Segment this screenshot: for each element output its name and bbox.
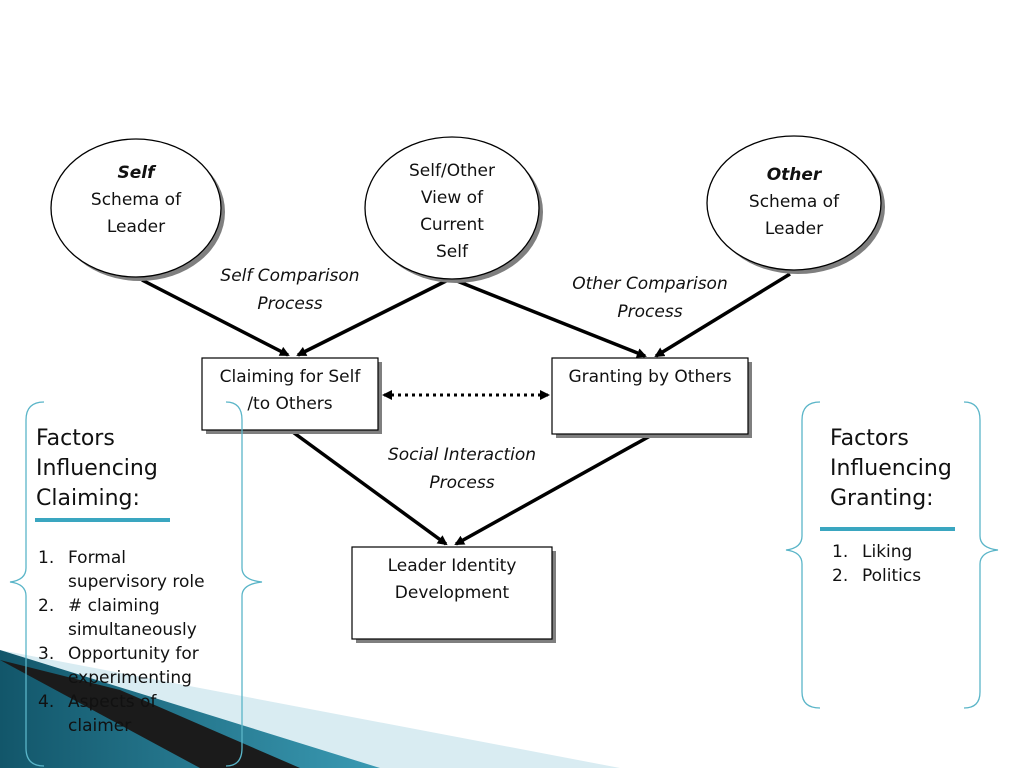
current-self-line-4: Self: [436, 242, 468, 262]
box-granting: [551, 357, 752, 438]
list-item-text: # claiming: [68, 596, 160, 616]
claiming-title-line-2: Influencing: [36, 456, 158, 481]
self-schema-line-2: Leader: [106, 217, 166, 237]
granting-title-line-1: Factors: [830, 426, 909, 451]
arrow-current-to-claiming: [296, 277, 451, 357]
granting-title-line-2: Influencing: [830, 456, 952, 481]
other-comparison-line-2: Process: [617, 302, 683, 322]
box-identity: [351, 546, 556, 643]
arrow-other-to-granting: [654, 272, 791, 358]
circle-self-schema: [50, 138, 225, 281]
claiming-title-line-1: Factors: [36, 426, 115, 451]
claiming-line-2: /to Others: [247, 394, 333, 414]
arrow-current-to-granting: [451, 277, 647, 358]
other-schema-line-2: Leader: [764, 219, 824, 239]
list-item: 1. Liking: [832, 540, 982, 564]
list-item-text: Politics: [862, 566, 922, 586]
list-item-text: experimenting: [68, 668, 192, 688]
claiming-factors-list: 1. Formal supervisory role 2. # claiming…: [38, 546, 238, 738]
list-item-text: Aspects of: [68, 692, 157, 712]
other-comparison-label: Other Comparison Process: [550, 270, 750, 326]
list-item-text: Opportunity for: [68, 644, 199, 664]
other-schema-line-1: Schema of: [748, 192, 840, 212]
current-self-line-2: View of: [420, 188, 484, 208]
decorative-wave: [0, 650, 620, 768]
arrow-granting-to-identity: [454, 434, 651, 546]
self-schema-heading: Self: [117, 163, 155, 183]
self-comparison-line-1: Self Comparison: [220, 266, 360, 286]
self-schema-line-1: Schema of: [90, 190, 182, 210]
list-item: 1. Formal supervisory role: [38, 546, 238, 594]
arrow-self-to-claiming: [141, 278, 290, 357]
list-item-number: 4.: [38, 692, 55, 712]
claiming-label: Claiming for Self /to Others: [202, 364, 378, 418]
claiming-factors-bracket: [9, 401, 263, 767]
granting-factors-list: 1. Liking 2. Politics: [832, 540, 982, 588]
list-item-number: 2.: [832, 566, 849, 586]
list-item: 2. Politics: [832, 564, 982, 588]
self-comparison-label: Self Comparison Process: [200, 262, 380, 318]
connector-arrows: [141, 272, 791, 546]
arrow-claiming-to-identity: [288, 428, 448, 546]
claiming-title-line-3: Claiming:: [36, 486, 140, 511]
list-item-number: 1.: [38, 548, 55, 568]
list-item-text: claimer: [68, 716, 132, 736]
list-item-number: 1.: [832, 542, 849, 562]
granting-title-line-3: Granting:: [830, 486, 934, 511]
other-comparison-line-1: Other Comparison: [572, 274, 728, 294]
list-item-text: Formal: [68, 548, 126, 568]
list-item-text: Liking: [862, 542, 913, 562]
granting-factors-title: Factors Influencing Granting:: [830, 424, 980, 514]
social-interaction-line-2: Process: [429, 473, 495, 493]
box-claiming: [201, 357, 382, 434]
granting-factors-bracket: [785, 401, 999, 709]
current-self-line-3: Current: [420, 215, 484, 235]
list-item: 2. # claiming simultaneously: [38, 594, 238, 642]
circle-current-self: [364, 136, 543, 283]
claiming-line-1: Claiming for Self: [219, 367, 361, 387]
self-schema-label: Self Schema of Leader: [61, 160, 211, 241]
current-self-label: Self/Other View of Current Self: [377, 158, 527, 266]
identity-line-1: Leader Identity: [387, 556, 517, 576]
list-item: 3. Opportunity for experimenting: [38, 642, 238, 690]
other-schema-label: Other Schema of Leader: [719, 162, 869, 243]
circle-other-schema: [706, 135, 885, 274]
list-item-text: simultaneously: [68, 620, 197, 640]
social-interaction-label: Social Interaction Process: [362, 441, 562, 497]
granting-label: Granting by Others: [552, 364, 748, 391]
list-item-number: 3.: [38, 644, 55, 664]
granting-line-1: Granting by Others: [568, 367, 732, 387]
identity-line-2: Development: [394, 583, 510, 603]
list-item-text: supervisory role: [68, 572, 205, 592]
identity-label: Leader Identity Development: [352, 553, 552, 607]
claiming-factors-title: Factors Influencing Claiming:: [36, 424, 226, 514]
other-schema-heading: Other: [766, 165, 822, 185]
self-comparison-line-2: Process: [257, 294, 323, 314]
list-item-number: 2.: [38, 596, 55, 616]
list-item: 4. Aspects of claimer: [38, 690, 238, 738]
social-interaction-line-1: Social Interaction: [387, 445, 537, 465]
current-self-line-1: Self/Other: [409, 161, 495, 181]
